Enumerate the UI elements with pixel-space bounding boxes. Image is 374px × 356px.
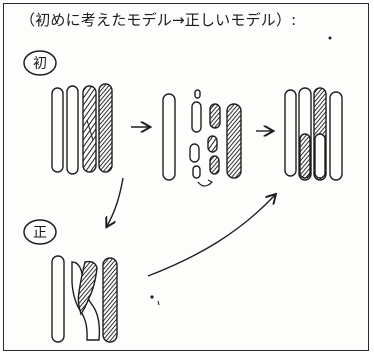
label-initial-text: 初 <box>33 55 47 72</box>
correct-model-chromosomes <box>51 255 118 343</box>
arrow-to-correct <box>107 177 124 226</box>
arrow-correct-to-result <box>147 195 275 277</box>
chromosome-1 <box>51 87 64 173</box>
chromosome-4 <box>98 83 113 173</box>
chromosome-2 <box>66 85 79 175</box>
label-initial-model: 初 <box>23 50 57 76</box>
initial-model-chromosomes <box>51 83 113 175</box>
figure-caption: （初めに考えたモデル→正しいモデル）: <box>20 11 297 29</box>
intermediate-stage <box>162 89 242 187</box>
label-correct-text: 正 <box>33 225 47 241</box>
result-chromosomes <box>284 87 343 181</box>
label-correct-model: 正 <box>23 219 57 245</box>
intact-chromosome <box>162 93 176 181</box>
